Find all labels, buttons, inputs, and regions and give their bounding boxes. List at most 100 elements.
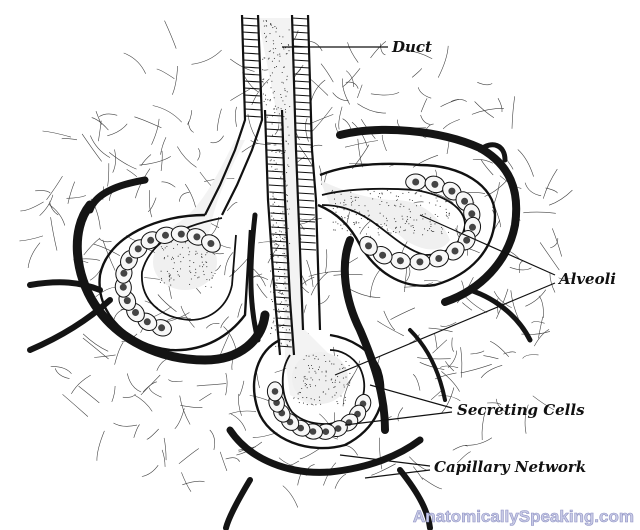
capillary-vessel — [248, 212, 261, 343]
stipple-dot — [344, 199, 346, 201]
fiber — [472, 158, 493, 164]
stipple-dot — [274, 112, 276, 114]
fiber — [146, 428, 159, 440]
stipple-dot — [272, 234, 274, 237]
stipple-dot — [163, 249, 165, 251]
stipple-dot — [273, 90, 275, 92]
stipple-dot — [285, 309, 287, 311]
stipple-dot — [377, 232, 379, 234]
stipple-dot — [187, 247, 189, 249]
stipple-dot — [273, 218, 275, 220]
stipple-dot — [283, 116, 285, 118]
stipple-dot — [297, 393, 299, 395]
stipple-dot — [399, 226, 402, 228]
stipple-dot — [160, 270, 162, 272]
stipple-dot — [269, 33, 271, 35]
stipple-dot — [275, 27, 278, 29]
stipple-dot — [262, 79, 264, 81]
fiber — [94, 354, 116, 358]
stipple-dot — [306, 404, 308, 406]
stipple-dot — [354, 199, 356, 201]
secreting-cell — [409, 253, 431, 271]
stipple-dot — [265, 25, 267, 27]
stipple-dot — [288, 134, 290, 136]
fiber — [417, 87, 432, 99]
stipple-dot — [265, 40, 267, 43]
stipple-dot — [328, 388, 330, 390]
stipple-dot — [195, 253, 197, 255]
stipple-dot — [270, 327, 272, 329]
stipple-dot — [265, 104, 267, 106]
stipple-dot — [286, 53, 288, 55]
stipple-dot — [403, 205, 405, 207]
duct-wall-left-inner — [221, 14, 264, 216]
cell-boundary — [295, 108, 312, 111]
stipple-dot — [355, 214, 357, 216]
fiber — [39, 194, 54, 216]
stipple-dot — [202, 270, 204, 272]
fiber — [511, 96, 515, 129]
fiber — [534, 329, 550, 347]
stipple-dot — [179, 268, 182, 270]
stipple-dot — [322, 391, 324, 393]
stipple-dot — [203, 274, 205, 276]
stipple-dot — [271, 134, 274, 136]
stipple-dot — [448, 214, 450, 216]
stipple-dot — [280, 342, 282, 344]
capillary-vessel — [340, 236, 389, 434]
fiber — [180, 405, 203, 408]
stipple-dot — [276, 236, 278, 239]
fiber — [524, 182, 542, 197]
stipple-dot — [284, 90, 286, 92]
cell-boundary — [275, 303, 291, 306]
fiber — [135, 168, 151, 199]
secreting-cells-leader-lower — [344, 411, 453, 426]
capillary-vessel — [408, 328, 447, 402]
fiber — [50, 366, 72, 374]
stipple-dot — [379, 193, 381, 195]
fiber — [440, 387, 455, 414]
stipple-dot — [440, 231, 442, 233]
stipple-dot — [212, 275, 214, 277]
secreting-cells-leader-upper — [369, 384, 453, 409]
fiber — [490, 341, 510, 357]
stipple-dot — [372, 198, 374, 200]
fiber — [141, 465, 159, 477]
stipple-dot — [386, 202, 388, 204]
stipple-dot — [279, 35, 281, 37]
stipple-dot — [273, 144, 275, 146]
stipple-dot — [214, 253, 216, 255]
stipple-dot — [263, 83, 265, 85]
stipple-dot — [339, 202, 342, 204]
stipple-dot — [430, 217, 432, 219]
stipple-dot — [287, 44, 289, 46]
stipple-dot — [445, 208, 447, 210]
cell-boundary — [269, 205, 286, 208]
stipple-dot — [270, 333, 272, 335]
fiber — [160, 137, 167, 155]
stipple-dot — [420, 195, 422, 197]
fiber — [147, 197, 157, 213]
fiber — [256, 283, 268, 299]
fiber — [320, 63, 334, 83]
cell-boundary — [272, 254, 289, 257]
stipple-dot — [197, 277, 199, 279]
secreting-cell — [201, 234, 221, 253]
cell-boundary — [244, 94, 262, 97]
stipple-dot — [279, 302, 281, 304]
fiber — [111, 385, 116, 403]
cell-boundary — [273, 275, 289, 278]
stipple-dot — [323, 354, 325, 357]
stipple-dot — [280, 108, 282, 110]
stipple-dot — [325, 371, 327, 373]
stipple-dot — [445, 214, 447, 216]
stipple-dot — [171, 258, 173, 260]
stipple-dot — [340, 224, 342, 226]
cell-boundary — [243, 80, 261, 83]
stipple-dot — [377, 228, 379, 230]
stipple-dot — [343, 204, 345, 206]
fiber — [310, 106, 333, 134]
stipple-dot — [414, 193, 416, 195]
secreting-cell — [405, 173, 427, 191]
cell-boundary — [243, 73, 261, 76]
